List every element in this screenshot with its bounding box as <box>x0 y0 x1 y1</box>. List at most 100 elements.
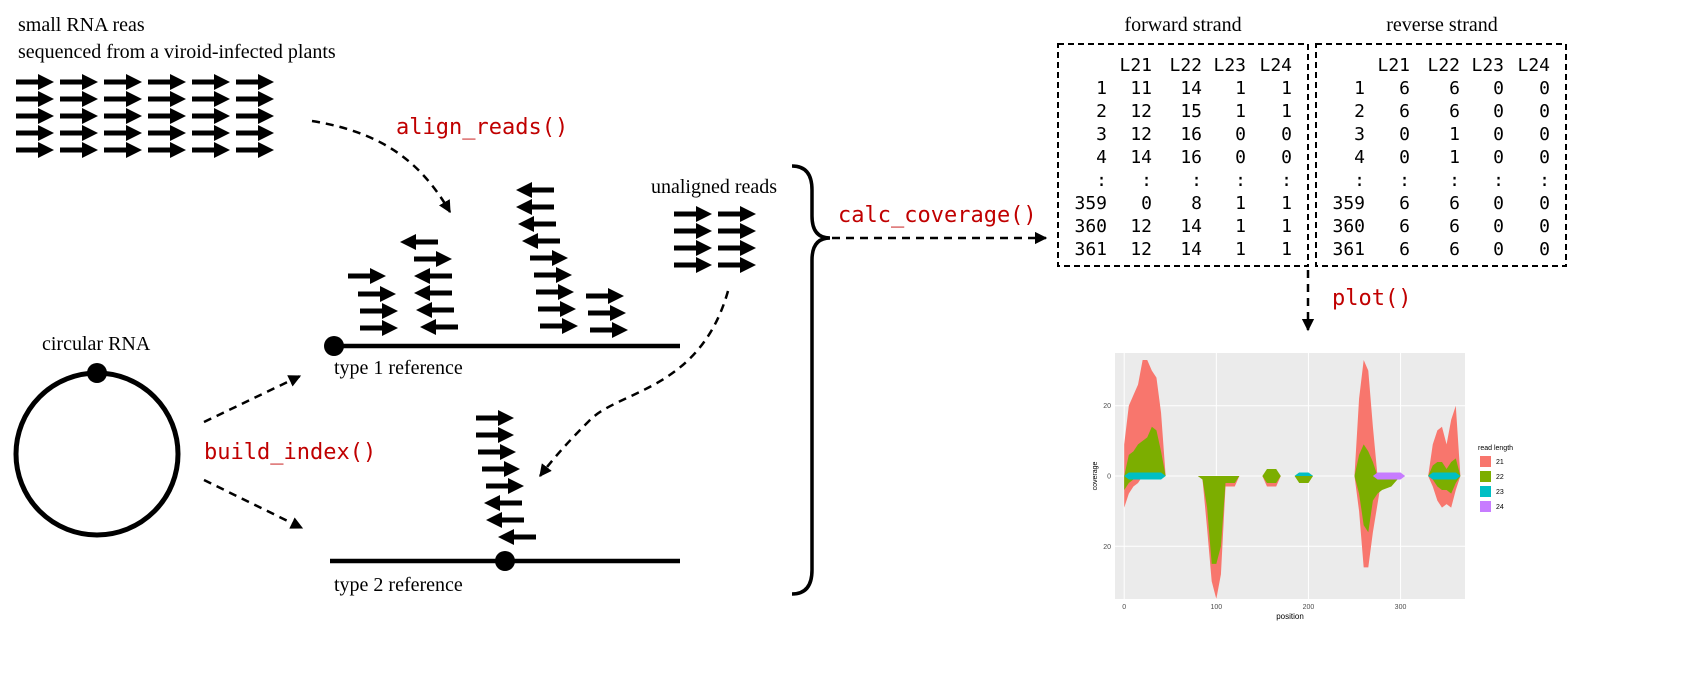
forward-table-column-header: L23 <box>1213 55 1246 76</box>
legend-label-22: 22 <box>1496 474 1504 481</box>
forward-table-cell: 1 <box>1096 78 1107 99</box>
aligned-read-arrow <box>486 512 524 528</box>
forward-table-cell: 1 <box>1281 101 1292 122</box>
reverse-table-cell: 2 <box>1354 101 1365 122</box>
chart-y-tick-label: 20 <box>1103 544 1111 551</box>
aligned-read-arrow <box>414 285 452 301</box>
aligned-read-arrow <box>360 303 398 319</box>
reverse-table-cell: 359 <box>1332 193 1365 214</box>
read-arrow <box>104 142 142 158</box>
unaligned-read-arrow <box>718 240 756 256</box>
reverse-table-cell: 6 <box>1449 239 1460 260</box>
aligned-read-arrow <box>416 302 454 318</box>
chart-x-tick-label: 300 <box>1395 604 1407 611</box>
forward-strand-table-border <box>1057 43 1309 267</box>
type2-reference-label: type 2 reference <box>334 574 463 596</box>
unaligned-read-arrow <box>674 257 712 273</box>
aligned-read-arrow <box>358 286 396 302</box>
forward-table-cell: 14 <box>1130 147 1152 168</box>
reverse-table-cell: 1 <box>1354 78 1365 99</box>
aligned-read-arrow <box>536 284 574 300</box>
reverse-table-cell: 6 <box>1399 216 1410 237</box>
coverage-area-24-forward <box>1372 472 1406 476</box>
chart-y-axis-title: coverage <box>1092 461 1099 490</box>
forward-table-cell: 11 <box>1130 78 1152 99</box>
type1-reference-start-dot <box>324 336 344 356</box>
aligned-read-arrow <box>530 250 568 266</box>
reverse-table-cell: 6 <box>1399 239 1410 260</box>
reverse-table-cell: : <box>1399 170 1410 191</box>
forward-table-column-header: L21 <box>1119 55 1152 76</box>
forward-table-cell: 16 <box>1180 124 1202 145</box>
forward-table-cell: 1 <box>1281 78 1292 99</box>
legend-label-23: 23 <box>1496 489 1504 496</box>
aligned-read-arrow <box>400 234 438 250</box>
reverse-table-cell: 6 <box>1449 78 1460 99</box>
reverse-table-cell: : <box>1539 170 1550 191</box>
circular-rna-dot <box>87 363 107 383</box>
calc-coverage-label: calc_coverage() <box>838 203 1037 228</box>
read-arrow <box>16 91 54 107</box>
forward-table-cell: : <box>1235 170 1246 191</box>
read-arrow <box>16 142 54 158</box>
aligned-read-arrow <box>482 461 520 477</box>
forward-table-cell: 2 <box>1096 101 1107 122</box>
circular-rna-shape <box>13 370 181 538</box>
coverage-area-22-reverse <box>1124 476 1461 564</box>
coverage-area-24-reverse <box>1372 476 1406 480</box>
circular-rna-label: circular RNA <box>42 333 151 355</box>
read-arrow <box>16 108 54 124</box>
aligned-read-arrow <box>540 318 578 334</box>
reverse-strand-title: reverse strand <box>1386 14 1498 36</box>
forward-strand-title: forward strand <box>1124 14 1241 36</box>
forward-table-cell: 1 <box>1235 78 1246 99</box>
forward-table-cell: 12 <box>1130 239 1152 260</box>
reverse-table-column-header: L24 <box>1517 55 1550 76</box>
read-arrow <box>192 91 230 107</box>
forward-table-cell: 361 <box>1074 239 1107 260</box>
reads-caption-line1: small RNA reas <box>18 14 145 36</box>
chart-x-tick-label: 200 <box>1303 604 1315 611</box>
aligned-read-arrow <box>518 216 556 232</box>
forward-table-cell: 360 <box>1074 216 1107 237</box>
reverse-table-cell: 0 <box>1539 78 1550 99</box>
reverse-table-cell: 0 <box>1493 216 1504 237</box>
read-arrow <box>16 125 54 141</box>
forward-table-cell: : <box>1281 170 1292 191</box>
reverse-table-cell: 4 <box>1354 147 1365 168</box>
read-arrow <box>236 91 274 107</box>
forward-table-cell: 1 <box>1235 193 1246 214</box>
read-arrow <box>60 91 98 107</box>
plot-label: plot() <box>1332 286 1411 311</box>
aligned-read-arrow <box>478 444 516 460</box>
read-arrows-grid <box>16 74 274 158</box>
unaligned-reads-group <box>674 206 756 273</box>
forward-table-cell: 3 <box>1096 124 1107 145</box>
forward-table-cell: 8 <box>1191 193 1202 214</box>
forward-table-cell: 0 <box>1235 147 1246 168</box>
unaligned-reads-label: unaligned reads <box>651 176 777 198</box>
reverse-table-cell: : <box>1449 170 1460 191</box>
forward-table-column-header: L22 <box>1169 55 1202 76</box>
forward-table-cell: : <box>1191 170 1202 191</box>
forward-table-cell: : <box>1141 170 1152 191</box>
reverse-table-cell: 0 <box>1399 124 1410 145</box>
legend-swatch-22 <box>1480 471 1491 482</box>
build-index-label: build_index() <box>204 440 376 465</box>
reverse-table-cell: 0 <box>1493 147 1504 168</box>
coverage-area-23-forward <box>1124 472 1461 476</box>
unaligned-read-arrow <box>674 223 712 239</box>
reverse-table-cell: 0 <box>1539 101 1550 122</box>
chart-x-axis-title: position <box>1276 612 1304 621</box>
chart-x-tick-label: 100 <box>1210 604 1222 611</box>
read-arrow <box>148 74 186 90</box>
read-arrow <box>236 74 274 90</box>
unaligned-read-arrow <box>674 206 712 222</box>
reverse-table-cell: 0 <box>1539 216 1550 237</box>
align-reads-arrow <box>311 119 452 214</box>
read-arrow <box>104 125 142 141</box>
aligned-read-arrow <box>420 319 458 335</box>
legend-swatch-23 <box>1480 486 1491 497</box>
legend-label-21: 21 <box>1496 459 1504 466</box>
